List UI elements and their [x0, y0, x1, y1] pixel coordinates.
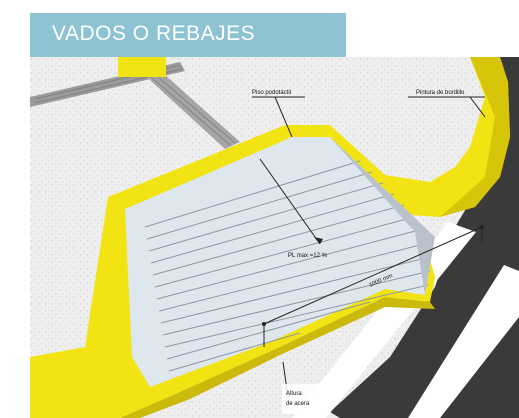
ramp-surface [125, 137, 435, 387]
ramp-grooves [144, 160, 431, 372]
sidewalk-inner [295, 57, 482, 165]
ramp-flare-shade [330, 137, 435, 295]
label-max-slope: PL max =12 % [288, 253, 328, 259]
label-curb-paint: Pintura de bordillo [416, 90, 465, 96]
label-curb-height-line2: de acera [286, 401, 310, 407]
curb-ramp-illustration: Piso podotáctil Pintura de bordillo PL m… [30, 57, 519, 418]
crosswalk-band-2 [408, 265, 519, 418]
title-banner: VADOS O REBAJES [30, 13, 346, 57]
page-title: VADOS O REBAJES [52, 22, 256, 45]
dimension-start-dot [262, 322, 266, 326]
tactile-guide-strips [30, 57, 240, 149]
label-tactile-paving: Piso podotáctil [252, 90, 291, 96]
dimension-end-dot [480, 225, 484, 229]
annotation-lines [252, 96, 486, 398]
curb-front-face [30, 297, 435, 418]
label-curb-height-line1: Altura [286, 391, 302, 397]
slope-arrow-head [314, 237, 323, 244]
curb-side-shade [440, 57, 510, 217]
curb-height-label-bg [282, 384, 322, 414]
